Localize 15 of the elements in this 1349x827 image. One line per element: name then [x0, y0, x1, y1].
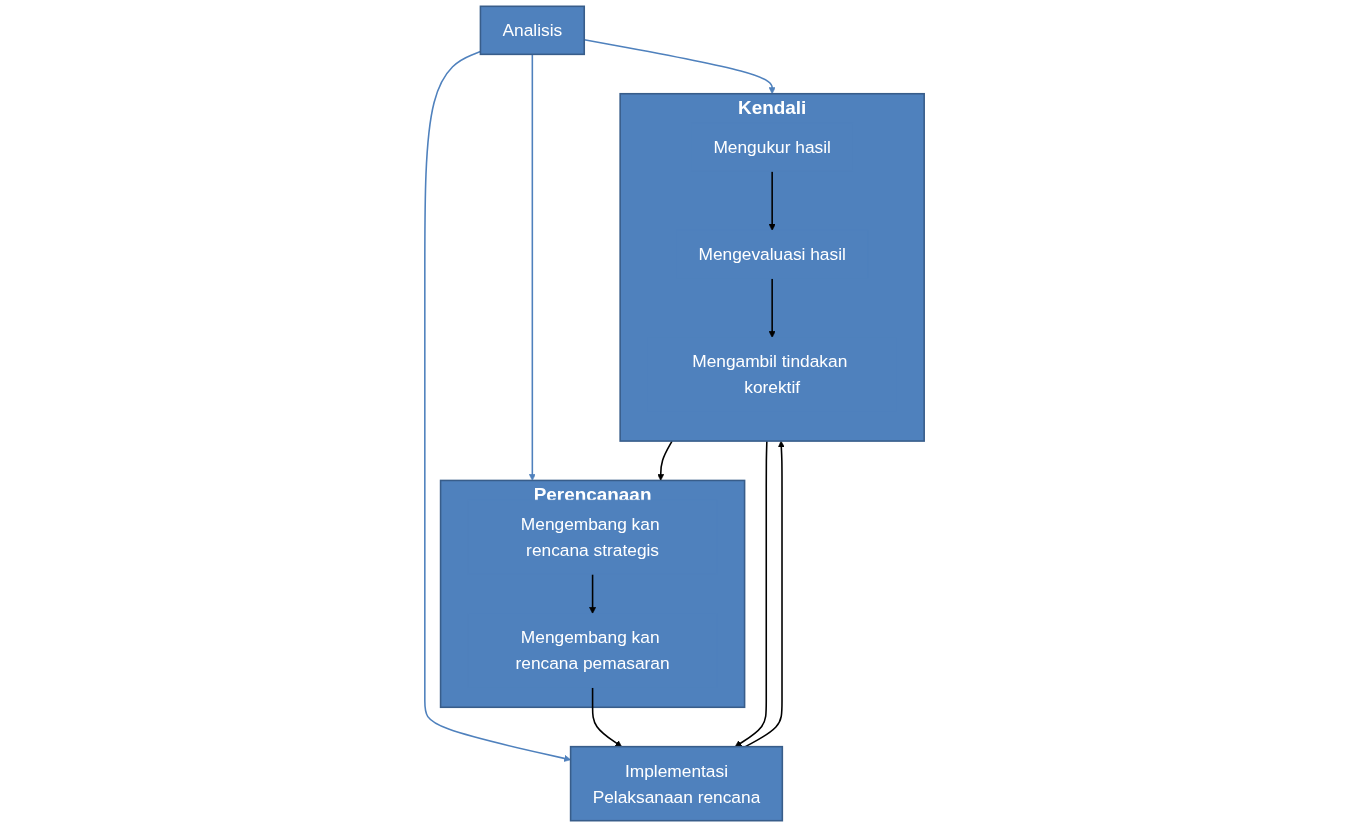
node-text: Mengukur hasil: [713, 137, 831, 158]
arrow: [657, 440, 673, 481]
arrow: [734, 440, 768, 747]
arrow: [424, 50, 571, 762]
node-text: Mengembang kan rencana pemasaran: [515, 627, 670, 674]
node-box: Implementasi Pelaksanaan rencana: [569, 745, 784, 822]
arrow: [768, 277, 776, 338]
arrow: [528, 53, 536, 481]
node-text: Mengambil tindakan korektif: [692, 351, 848, 398]
arrow: [768, 170, 776, 231]
arrow: [744, 440, 785, 748]
arrow: [591, 686, 623, 747]
node-box: Analisis: [479, 5, 586, 56]
arrow: [589, 573, 597, 614]
node-text: Mengevaluasi hasil: [698, 244, 846, 265]
